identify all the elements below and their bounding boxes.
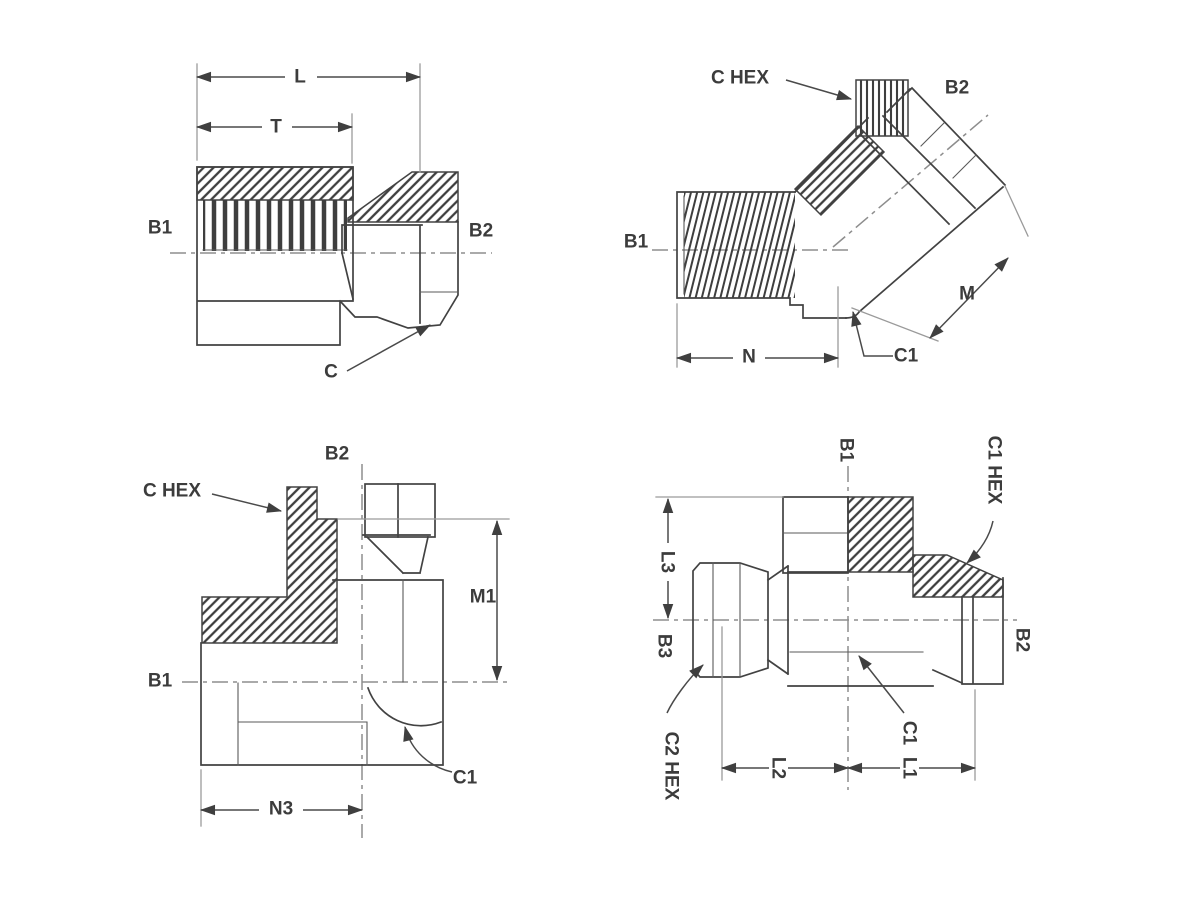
label-mask <box>733 346 765 370</box>
label-port-B2: B2 <box>325 444 349 465</box>
label-hex-C1: C1 HEX <box>984 436 1005 505</box>
label-dim-M: M <box>959 284 975 305</box>
label-port-B3: B3 <box>654 634 675 658</box>
label-mask <box>655 543 679 581</box>
tee-top-thread-hatch <box>847 496 914 573</box>
elbow90-centerlines <box>182 464 512 838</box>
label-hex-C: C HEX <box>143 481 201 502</box>
label-hex-C: C <box>324 362 338 383</box>
elbow45-dimensions <box>675 79 1029 370</box>
label-dim-N: N <box>742 347 756 368</box>
elbow45-hex-hatch <box>855 79 909 137</box>
leader-C1-HEX <box>966 520 994 564</box>
leader-C1 <box>403 725 453 773</box>
label-port-B2: B2 <box>1012 628 1033 652</box>
leader-C <box>346 324 431 372</box>
label-dim-L3: L3 <box>657 551 678 573</box>
label-mask <box>900 748 919 789</box>
drawing-branch-tee: B1 C1 HEX L3 B3 C2 HEX L2 C1 L1 B2 <box>653 436 1033 801</box>
label-corner-C1: C1 <box>453 768 478 789</box>
label-corner-C1: C1 <box>894 346 919 367</box>
label-port-B2: B2 <box>469 221 493 242</box>
label-dim-M1: M1 <box>470 587 497 608</box>
elbow90-top-nut <box>364 483 436 538</box>
label-mask <box>262 114 292 139</box>
elbow90-body-hatch <box>201 486 338 644</box>
leader-C2-HEX <box>666 664 704 714</box>
label-hex-C: C HEX <box>711 68 769 89</box>
tee-geometry <box>692 496 1004 687</box>
label-dim-T: T <box>270 117 282 138</box>
label-mask <box>769 748 788 789</box>
dimension-line-M <box>929 257 1009 339</box>
label-dim-L1: L1 <box>899 757 920 780</box>
label-mask <box>259 798 303 821</box>
tee-hex-hatch <box>912 554 1004 598</box>
elbow90-geometry <box>200 483 444 766</box>
label-port-B1: B1 <box>624 232 649 253</box>
label-dim-N3: N3 <box>269 799 293 820</box>
elbow90-dimensions <box>199 493 510 827</box>
label-dim-L: L <box>294 67 306 88</box>
drawing-90-elbow: B2 C HEX M1 B1 C1 N3 <box>143 444 512 838</box>
adapter-dimensions <box>195 63 431 372</box>
leader-C-HEX <box>211 493 283 513</box>
label-port-B1: B1 <box>148 671 173 692</box>
label-dim-L2: L2 <box>768 757 789 779</box>
leader-C-HEX <box>785 79 853 101</box>
adapter-female-thread <box>203 200 347 251</box>
leader-C1 <box>858 655 905 714</box>
label-port-B1: B1 <box>836 438 857 463</box>
adapter-geometry <box>196 166 459 346</box>
elbow45-geometry <box>676 79 1007 319</box>
label-port-B1: B1 <box>148 218 173 239</box>
drawing-45-elbow: C HEX B2 B1 M N C1 <box>624 68 1029 370</box>
adapter-body-hatch <box>196 166 354 201</box>
label-mask <box>285 64 317 89</box>
label-port-B2: B2 <box>945 78 969 99</box>
label-hex-C2: C2 HEX <box>661 732 682 801</box>
tee-dimensions <box>655 496 994 789</box>
elbow45-section-hatch <box>793 124 886 217</box>
leader-C1 <box>851 310 893 357</box>
label-corner-C1: C1 <box>899 721 920 746</box>
drawing-straight-adapter: L T B1 B2 C <box>148 63 493 383</box>
adapter-nut-hatch <box>347 171 459 223</box>
elbow45-male-thread <box>684 192 795 298</box>
